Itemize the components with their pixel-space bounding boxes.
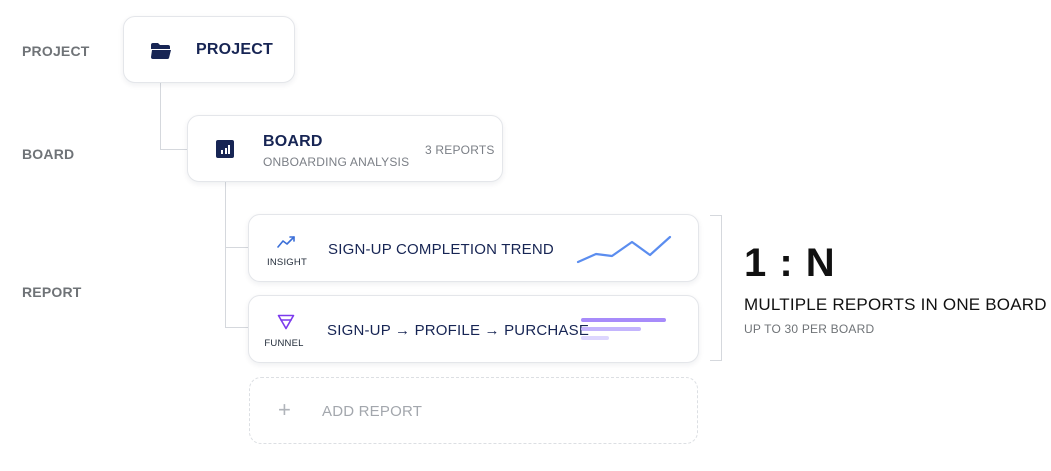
- board-title: BOARD: [263, 133, 323, 150]
- relation-description: MULTIPLE REPORTS IN ONE BOARD: [744, 295, 1047, 314]
- connector-board-funnel: [225, 247, 249, 328]
- project-card[interactable]: PROJECT: [123, 16, 295, 83]
- connector-project-board: [160, 83, 188, 150]
- folder-icon: [150, 42, 172, 65]
- trend-icon: [277, 235, 297, 254]
- board-subtitle: ONBOARDING ANALYSIS: [263, 155, 410, 169]
- connector-board-insight: [225, 182, 249, 248]
- level-label-report: REPORT: [22, 284, 82, 300]
- funnel-icon: [277, 314, 295, 335]
- report-card-insight[interactable]: INSIGHT SIGN-UP COMPLETION TREND: [248, 214, 699, 282]
- report-type-label: FUNNEL: [264, 338, 304, 349]
- board-report-count: 3 REPORTS: [425, 143, 495, 157]
- level-label-board: BOARD: [22, 146, 75, 162]
- project-title: PROJECT: [196, 41, 273, 58]
- report-title: SIGN-UP → PROFILE → PURCHASE: [327, 322, 590, 339]
- bar-chart-icon: [216, 140, 234, 163]
- add-report-label: ADD REPORT: [322, 403, 423, 420]
- sparkline-preview: [576, 234, 672, 271]
- report-card-funnel[interactable]: FUNNEL SIGN-UP → PROFILE → PURCHASE: [248, 295, 699, 363]
- funnel-bars-preview: [581, 318, 671, 347]
- board-card[interactable]: BOARD ONBOARDING ANALYSIS 3 REPORTS: [187, 115, 503, 182]
- level-label-project: PROJECT: [22, 43, 90, 59]
- report-title: SIGN-UP COMPLETION TREND: [328, 241, 554, 258]
- relation-ratio: 1 : N: [744, 241, 836, 285]
- add-report-button[interactable]: + ADD REPORT: [249, 377, 698, 444]
- reports-bracket: [710, 215, 722, 361]
- report-type-label: INSIGHT: [267, 257, 307, 268]
- plus-icon: +: [278, 397, 291, 422]
- relation-note: UP TO 30 PER BOARD: [744, 322, 875, 336]
